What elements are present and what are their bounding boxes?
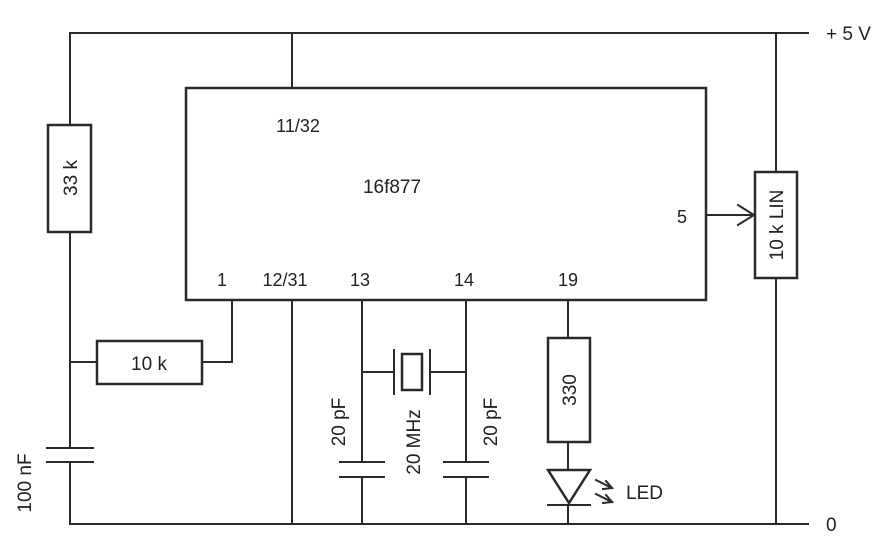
oscillator-wires (361, 299, 467, 525)
reset-capacitor (46, 447, 94, 463)
reset-capacitor-label: 100 nF (15, 453, 36, 512)
ground-rail-label: 0 (826, 515, 837, 536)
pin-gnd-label: 12/31 (262, 270, 307, 290)
potentiometer (753, 170, 799, 280)
microcontroller-chip (184, 86, 708, 302)
led-diode-icon (545, 468, 614, 506)
pin-reset-label: 1 (217, 270, 227, 290)
crystal-icon (393, 349, 431, 395)
pin-power-label: 11/32 (276, 116, 320, 136)
pullup-resistor (46, 123, 93, 234)
potentiometer-wires (705, 32, 777, 525)
crystal-label: 20 MHz (404, 409, 425, 474)
left-branch-wires (69, 32, 233, 525)
pin-osc1-label: 13 (350, 270, 370, 290)
crystal-cap-left (339, 461, 385, 478)
chip-name: 16f877 (363, 177, 421, 198)
crystal-cap-left-label: 20 pF (329, 398, 350, 447)
crystal-cap-right (443, 461, 489, 478)
pin-analog-label: 5 (677, 207, 687, 227)
pin-led-label: 19 (558, 270, 578, 290)
led-label: LED (626, 483, 663, 504)
wiper-arrow-icon (736, 203, 756, 227)
series-resistor (95, 339, 204, 386)
pin-osc2-label: 14 (454, 270, 474, 290)
potentiometer-label: 10 k LIN (767, 190, 788, 261)
supply-rail-label: + 5 V (826, 24, 871, 45)
series-resistor-label: 10 k (131, 354, 167, 375)
crystal-cap-right-label: 20 pF (481, 398, 502, 447)
led-resistor (546, 336, 592, 444)
led-resistor-label: 330 (560, 374, 581, 406)
pullup-resistor-label: 33 k (61, 160, 82, 196)
